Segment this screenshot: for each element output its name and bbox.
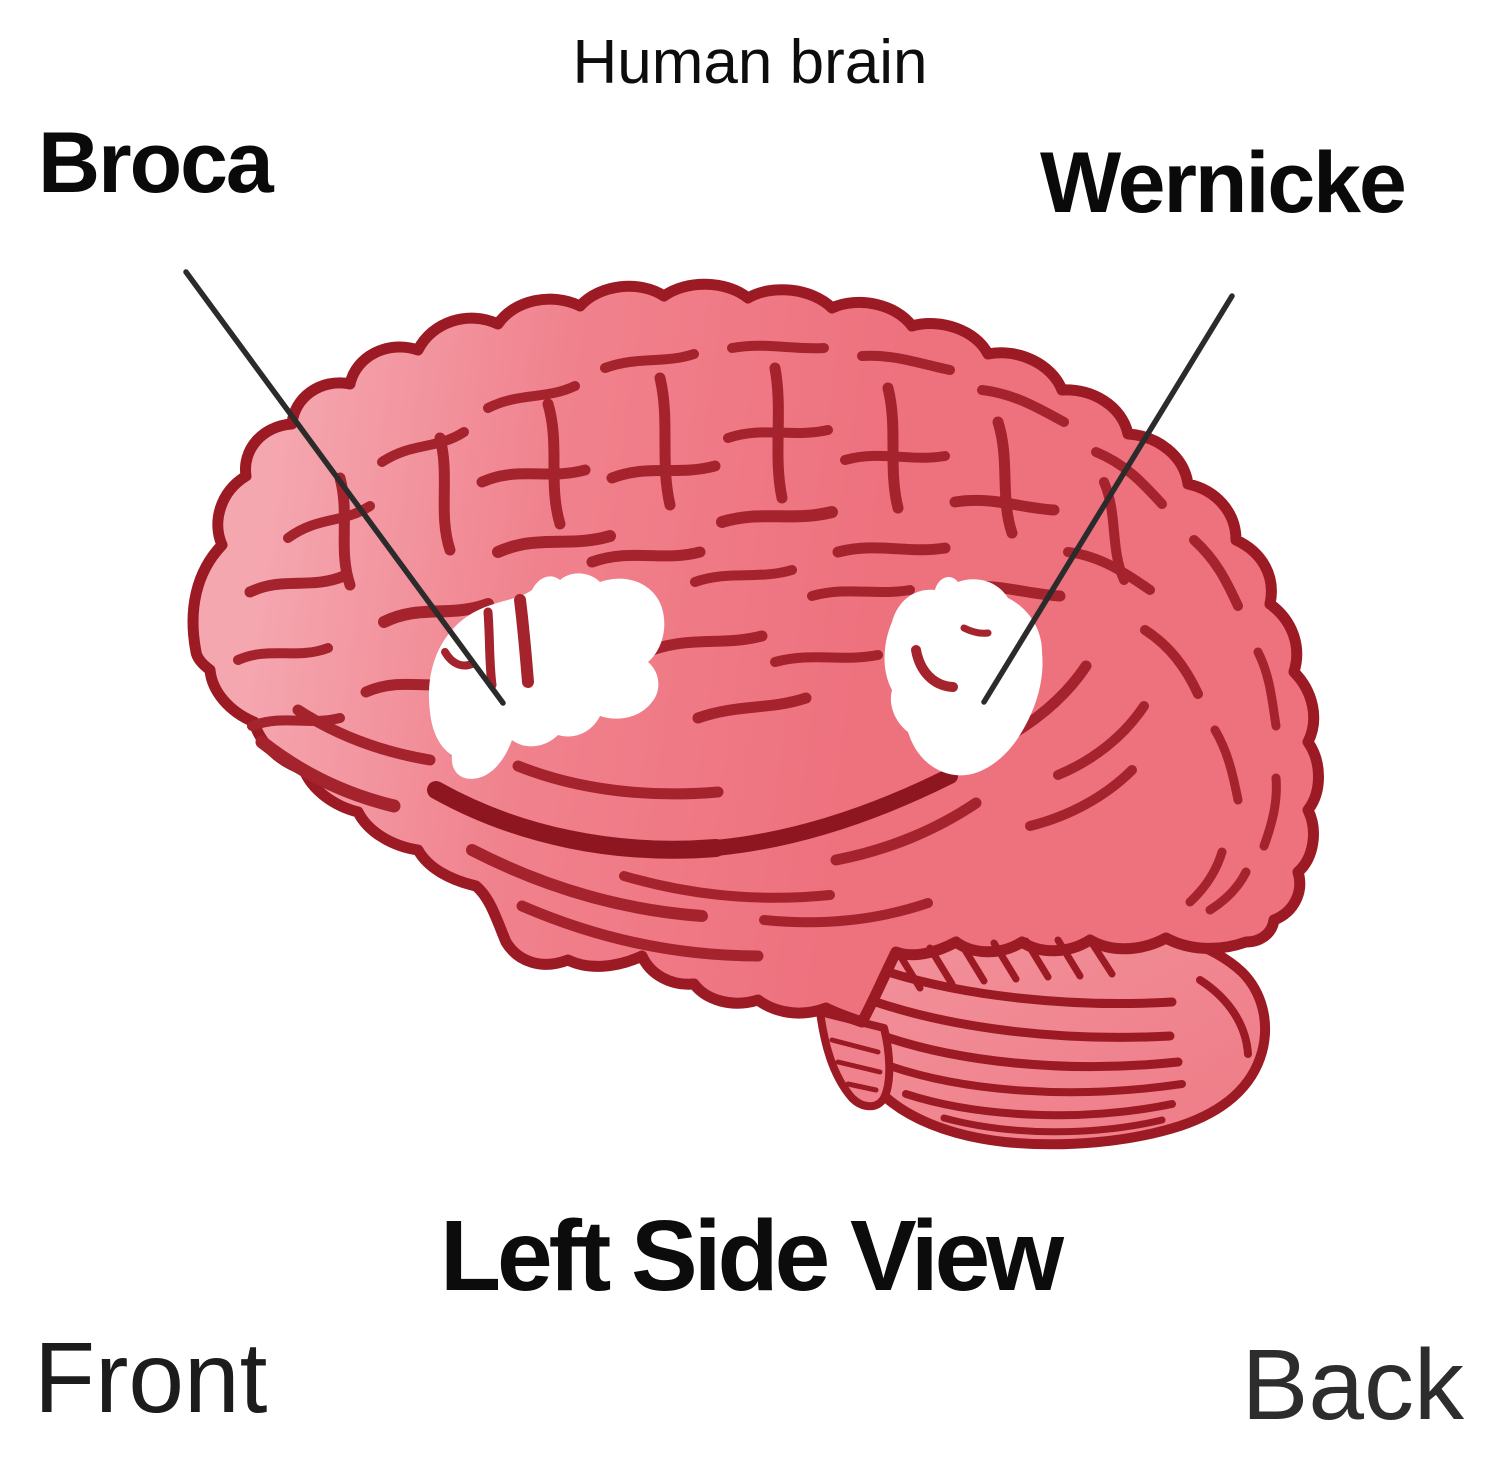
wernicke-leader-line <box>981 293 1235 705</box>
broca-leader-line <box>183 269 506 706</box>
broca-area-highlight <box>428 573 665 779</box>
wernicke-label: Wernicke <box>1040 135 1407 231</box>
back-label: Back <box>1241 1329 1464 1441</box>
front-label: Front <box>34 1322 268 1434</box>
cerebrum-outline <box>187 278 1324 1028</box>
page-title: Human brain <box>572 28 928 97</box>
pons-hatching <box>894 936 1116 992</box>
wernicke-area-highlight <box>884 576 1043 776</box>
view-caption: Left Side View <box>439 1200 1064 1312</box>
cerebrum <box>187 278 1324 1028</box>
brainstem <box>816 1008 894 1111</box>
cerebellum <box>849 916 1270 1150</box>
broca-label: Broca <box>38 115 274 211</box>
sulci <box>233 340 1281 962</box>
lateral-fissure <box>427 768 958 859</box>
